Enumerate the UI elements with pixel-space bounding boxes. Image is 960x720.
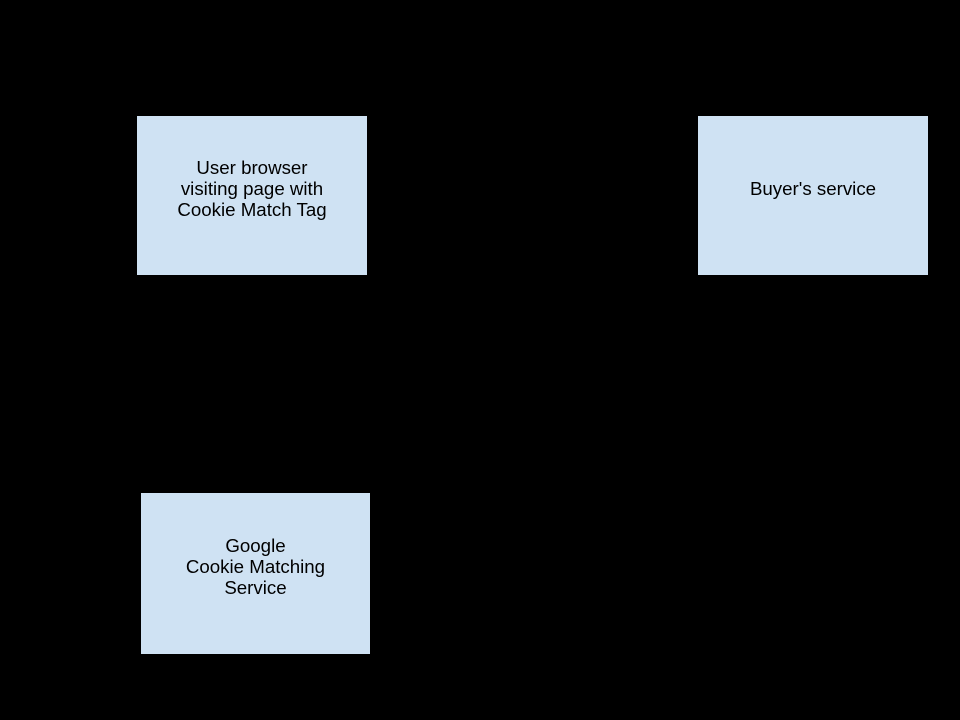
node-user-browser: User browser visiting page with Cookie M… [136,115,368,276]
node-buyers-service-label: Buyer's service [749,177,877,199]
node-user-browser-label: User browser visiting page with Cookie M… [177,156,327,220]
node-google-cookie-matching: Google Cookie Matching Service [140,492,371,655]
node-google-cookie-matching-label: Google Cookie Matching Service [185,534,326,598]
node-buyers-service: Buyer's service [697,115,929,276]
